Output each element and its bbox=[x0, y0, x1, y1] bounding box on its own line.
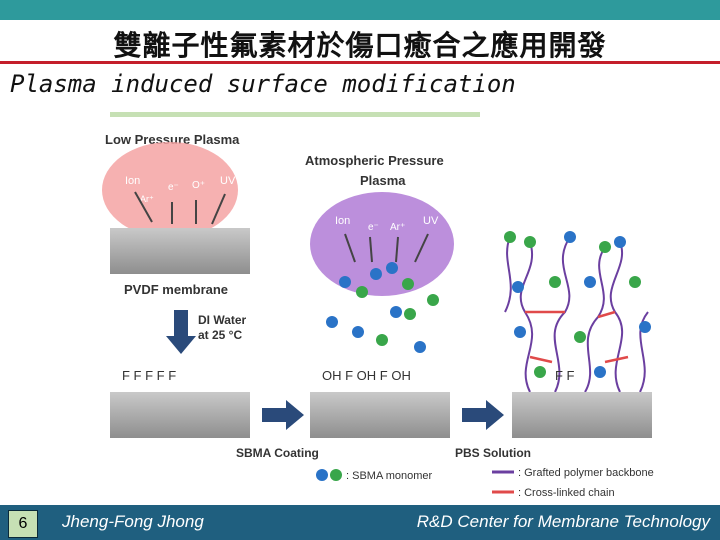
di-water-label: DI Water bbox=[198, 313, 247, 327]
atm-argon-label: Ar⁺ bbox=[390, 222, 405, 233]
step-arrow-1 bbox=[262, 400, 304, 430]
cross-links bbox=[525, 310, 629, 364]
pbs-solution-label: PBS Solution bbox=[455, 446, 531, 460]
pvdf-membrane-label: PVDF membrane bbox=[124, 282, 228, 297]
pvdf-membrane-2 bbox=[110, 392, 250, 438]
uv-label: UV bbox=[220, 175, 236, 187]
atm-ion-label: Ion bbox=[335, 215, 350, 227]
step-arrow-2 bbox=[462, 400, 504, 430]
plasma-arrows-atm bbox=[344, 233, 429, 263]
grafted-monomers bbox=[504, 231, 651, 378]
monomers-in-plasma bbox=[326, 262, 439, 353]
low-pressure-plasma-cloud bbox=[102, 142, 238, 238]
legend-monomer-label: : SBMA monomer bbox=[346, 470, 433, 482]
author-name: Jheng-Fong Jhong bbox=[62, 512, 204, 531]
sbma-coating-label: SBMA Coating bbox=[236, 446, 319, 460]
oxygen-ion-label: O⁺ bbox=[192, 180, 205, 191]
legend-monomer-green bbox=[330, 469, 342, 481]
atm-electron-label: e⁻ bbox=[368, 222, 379, 233]
plasma-arrows-low bbox=[134, 191, 226, 225]
di-water-arrow-head bbox=[166, 336, 196, 354]
atmospheric-plasma-cloud bbox=[310, 192, 454, 296]
di-water-arrow-shaft bbox=[174, 310, 188, 336]
grafted-polymer-network bbox=[504, 236, 649, 393]
pvdf-membrane-1 bbox=[110, 228, 250, 274]
f-groups-row-1: F F F F F bbox=[122, 368, 176, 383]
ion-label: Ion bbox=[125, 175, 140, 187]
legend-crosslink-label: : Cross-linked chain bbox=[518, 487, 615, 499]
legend-backbone-label: : Grafted polymer backbone bbox=[518, 467, 654, 479]
subtitle-underline bbox=[110, 112, 480, 117]
low-pressure-title: Low Pressure Plasma bbox=[105, 132, 240, 147]
pvdf-membrane-3 bbox=[310, 392, 450, 438]
argon-ion-label: Ar⁺ bbox=[140, 194, 154, 204]
plasma-modification-figure: Low Pressure Plasma Ion e⁻ O⁺ UV Ar⁺ PVD… bbox=[102, 132, 654, 499]
organization-name: R&D Center for Membrane Technology bbox=[416, 512, 710, 531]
f-groups-row-2: OH F OH F OH bbox=[322, 368, 411, 383]
di-water-temp-label: at 25 °C bbox=[198, 328, 242, 342]
page-number: 6 bbox=[8, 510, 38, 538]
legend-monomer-blue bbox=[316, 469, 328, 481]
top-accent-bar bbox=[0, 0, 720, 20]
atm-uv-label: UV bbox=[423, 215, 439, 227]
pvdf-membrane-4 bbox=[512, 392, 652, 438]
slide-title: 雙離子性氟素材於傷口癒合之應用開發 bbox=[113, 29, 607, 62]
atmospheric-title-2: Plasma bbox=[360, 173, 406, 188]
slide-subtitle: Plasma induced surface modification bbox=[10, 70, 516, 98]
footer-bar bbox=[0, 505, 720, 540]
f-groups-row-3: F F bbox=[555, 368, 575, 383]
atmospheric-title-1: Atmospheric Pressure bbox=[305, 153, 444, 168]
electron-label: e⁻ bbox=[168, 182, 179, 193]
title-box bbox=[0, 20, 720, 64]
